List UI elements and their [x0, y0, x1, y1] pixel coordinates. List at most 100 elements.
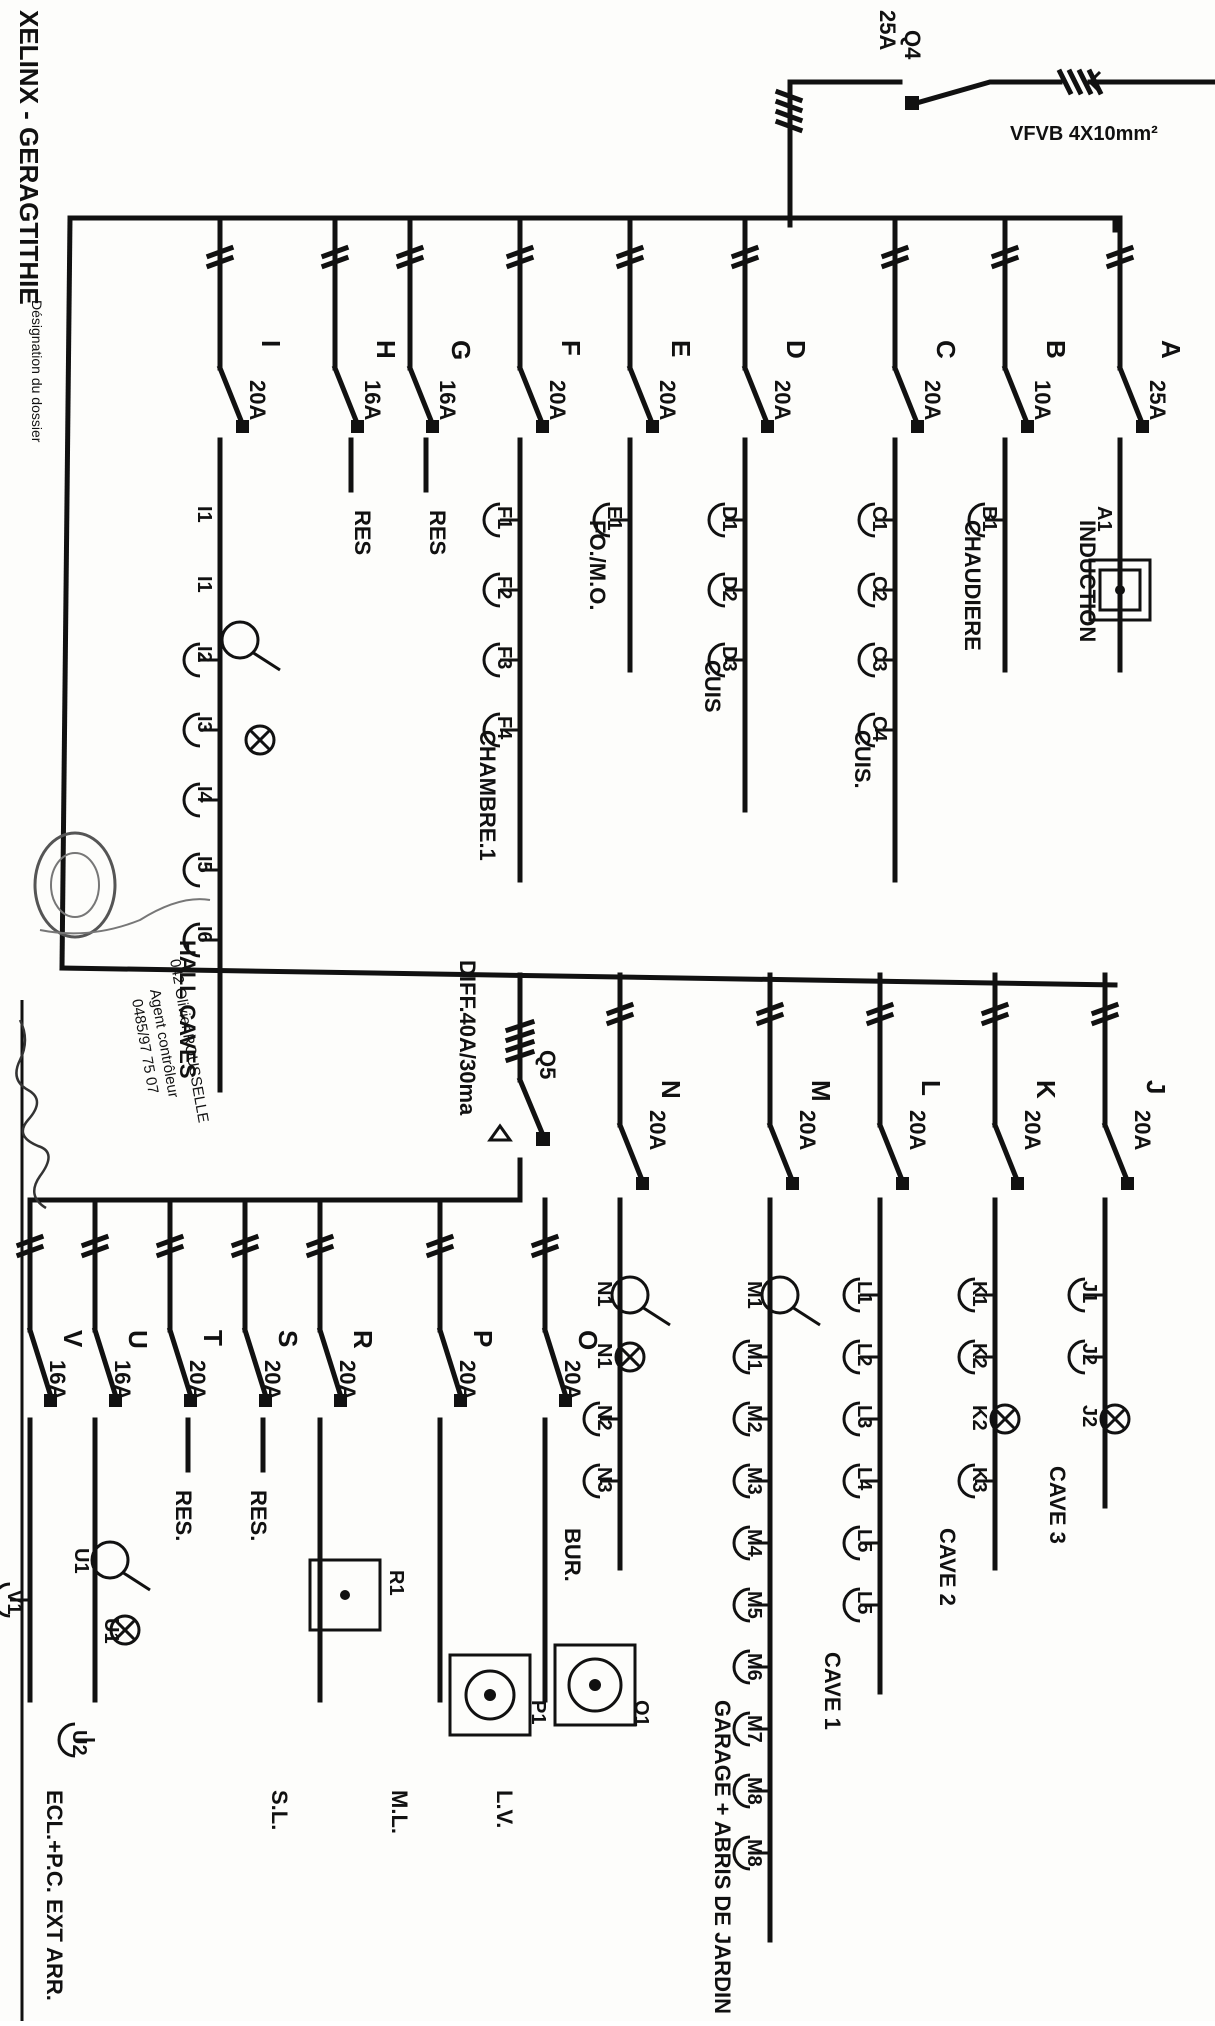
device-label: N3	[593, 1467, 615, 1493]
breaker-a	[1105, 215, 1149, 433]
socket-outlet-symbol	[857, 642, 895, 678]
device-label: D2	[718, 576, 740, 602]
switch-symbol	[90, 1540, 151, 1592]
device-label: F2	[493, 576, 515, 599]
diff-label: DIFF.40A/30ma	[455, 960, 480, 1116]
induction-hob-symbol	[1088, 558, 1152, 622]
circuit-letter: I	[256, 340, 286, 347]
device-label: A1	[1093, 506, 1115, 532]
socket-outlet-symbol	[592, 502, 630, 538]
socket-outlet-symbol	[707, 502, 745, 538]
title-block: XELINX - GERAGTITHIE Désignation du doss…	[14, 10, 45, 2021]
device-label: B1	[978, 506, 1000, 532]
device-label: J2	[1078, 1343, 1100, 1365]
circuit-letter: A	[1156, 340, 1186, 359]
socket-outlet-symbol	[182, 782, 220, 818]
device-label: L2	[853, 1343, 875, 1366]
circuit-rating: 20A	[645, 1110, 670, 1150]
device-label: V1	[3, 1590, 25, 1614]
device-label: C4	[868, 716, 890, 742]
socket-outlet-symbol	[707, 642, 745, 678]
inspection-stamp: 042 Olivier ROUSSELLE Agent contrôleur 0…	[15, 831, 212, 1210]
breaker-e	[615, 215, 659, 433]
circuit-rating: 20A	[770, 380, 795, 420]
q4-rating: 25A	[875, 10, 900, 50]
socket-outlet-symbol	[732, 1463, 770, 1499]
socket-outlet-symbol	[857, 502, 895, 538]
device-label: F3	[493, 646, 515, 669]
circuit-letter: V	[58, 1330, 88, 1348]
device-label: N2	[593, 1405, 615, 1431]
breaker-c	[880, 215, 924, 433]
switch-symbol	[760, 1275, 821, 1327]
switch-symbol	[610, 1275, 671, 1327]
breaker-n	[605, 972, 649, 1190]
circuit-label: CHAMBRE.1	[475, 730, 500, 861]
device-label: F4	[493, 716, 515, 740]
socket-outlet-symbol	[732, 1525, 770, 1561]
device-label: D1	[718, 506, 740, 532]
circuit-letter: E	[666, 340, 696, 357]
circuit-rating: 16A	[435, 380, 460, 420]
device-label: M7	[743, 1715, 765, 1743]
device-label: M4	[743, 1529, 765, 1558]
circuit-label: GARAGE + ABRIS DE JARDIN	[710, 1700, 735, 2014]
circuit-label: L.V.	[492, 1790, 517, 1828]
lower-busbar	[59, 965, 1118, 988]
socket-outlet-symbol	[842, 1401, 880, 1437]
device-label: D3	[718, 646, 740, 672]
breaker-f	[505, 215, 549, 433]
circuit-letter: S	[273, 1330, 303, 1347]
breaker-d	[730, 215, 774, 433]
circuit-label: HALL CAVES	[175, 940, 200, 1079]
device-label: K3	[968, 1467, 990, 1493]
lamp-symbol	[1099, 1403, 1131, 1435]
breaker-m	[755, 972, 799, 1190]
circuit-letter: M	[806, 1080, 836, 1102]
washing-machine-symbol	[553, 1643, 637, 1727]
device-label: R1	[385, 1570, 407, 1596]
circuit-rating: 20A	[905, 1110, 930, 1150]
left-riser	[59, 215, 73, 971]
device-label: M8	[743, 1839, 765, 1867]
circuit-rating: 20A	[455, 1360, 480, 1400]
device-label: J1	[1078, 1281, 1100, 1303]
socket-outlet-symbol	[967, 502, 1005, 538]
device-label: M2	[743, 1405, 765, 1433]
dishwasher-symbol	[448, 1653, 532, 1737]
designation-label: Désignation du dossier	[29, 300, 45, 443]
circuit-label: RES	[350, 510, 375, 555]
socket-outlet-symbol	[732, 1649, 770, 1685]
circuit-label: RES.	[246, 1490, 271, 1541]
supply-cable-label: VFVB 4X10mm²	[1010, 123, 1158, 145]
breaker-k	[980, 972, 1024, 1190]
lamp-symbol	[244, 724, 276, 756]
breaker-h	[320, 215, 364, 433]
socket-outlet-symbol	[732, 1587, 770, 1623]
circuit-rating: 25A	[1145, 380, 1170, 420]
device-label: L4	[853, 1467, 875, 1491]
socket-outlet-symbol	[707, 572, 745, 608]
device-label: L5	[853, 1529, 875, 1552]
lamp-symbol	[614, 1341, 646, 1373]
device-label: M1	[743, 1281, 765, 1309]
circuit-rating: 10A	[1030, 380, 1055, 420]
owner-name: XELINX - GERAGTITHIE	[14, 10, 44, 305]
circuit-label: RES	[425, 510, 450, 555]
socket-outlet-symbol	[842, 1525, 880, 1561]
device-label: I2	[193, 646, 215, 663]
socket-outlet-symbol	[957, 1463, 995, 1499]
breaker-j	[1090, 972, 1134, 1190]
